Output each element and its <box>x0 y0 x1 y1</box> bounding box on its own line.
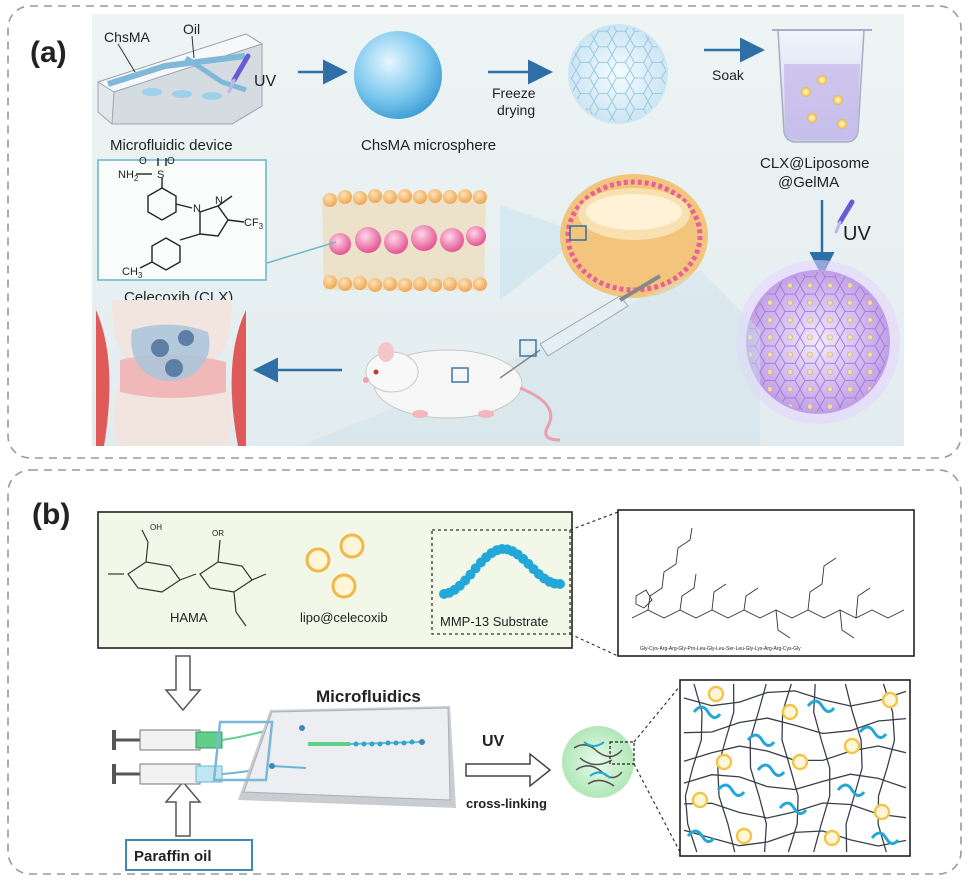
chsma-microsphere <box>354 31 442 119</box>
hydrogel-network <box>683 683 907 853</box>
oxygen-bottom-label: O <box>167 156 175 167</box>
microfluidic-chip <box>212 706 456 808</box>
ch3-label: CH3 <box>122 266 143 280</box>
hama-label: HAMA <box>170 610 208 625</box>
network-strand <box>684 683 703 853</box>
peptide-box <box>617 509 915 657</box>
porous-microsphere <box>568 24 668 124</box>
zoom-line-network-bottom <box>633 763 681 853</box>
mmp-label: MMP-13 Substrate <box>440 614 548 629</box>
mmp-crosslink <box>692 705 722 719</box>
sulfur-label: S <box>157 169 164 181</box>
mmp-box <box>431 529 571 635</box>
uv-lamp-icon-2 <box>834 199 855 234</box>
panel-b-label: (b) <box>32 498 70 531</box>
microfluidic-device-label: Microfluidic device <box>110 137 233 154</box>
hama-or-label: OR <box>212 529 224 538</box>
paraffin-oil-label: Paraffin oil <box>134 848 212 865</box>
mmp-crosslink <box>858 725 888 739</box>
drug-loaded-microsphere <box>736 260 900 424</box>
peptide-sequence: Gly-Cys-Arg-Arg-Gly-Pro-Leu-Gly-Leu-Ser-… <box>640 646 801 652</box>
paraffin-oil-box <box>125 839 253 871</box>
panel-a-label: (a) <box>30 36 67 69</box>
liposome-in-network <box>735 827 753 845</box>
freeze-label-line2: drying <box>497 102 535 118</box>
lipo-label: lipo@celecoxib <box>300 610 388 625</box>
uv-label-b: UV <box>482 733 505 750</box>
liposome-in-network <box>823 829 841 847</box>
panel-b-border <box>7 469 962 875</box>
panel-a-border <box>7 5 962 459</box>
syringe-a <box>499 274 662 379</box>
liposome-in-network <box>715 753 733 771</box>
mouse <box>363 342 561 442</box>
arrow-down-hollow <box>164 655 202 712</box>
network-strand <box>877 683 896 853</box>
mmp-crosslink <box>806 699 836 713</box>
peptide-structure <box>631 527 905 639</box>
zoom-line-mmp-top <box>569 511 619 531</box>
uv-arrow-hollow <box>465 752 552 788</box>
mmp-bead <box>555 579 565 589</box>
network-strand <box>749 683 768 853</box>
mmp-crosslink <box>716 783 746 797</box>
lipo-celecoxib-icons <box>305 533 365 599</box>
liposome-in-network <box>843 737 861 755</box>
liposome-in-network <box>791 753 809 771</box>
hydrogel-microsphere <box>562 726 635 798</box>
nitrogen-1-label: N <box>193 203 201 215</box>
arrow-up-hollow <box>164 780 202 837</box>
beaker <box>772 29 872 143</box>
mmp-crosslink <box>836 783 866 797</box>
lipid-bilayer <box>322 189 487 292</box>
liposome-in-network <box>707 685 725 703</box>
network-strand <box>683 717 907 735</box>
network-strand <box>683 690 907 707</box>
liposome-in-network <box>873 803 891 821</box>
mmp-13-substrate-chain <box>439 544 565 599</box>
network-strand <box>813 683 831 853</box>
zoom-line-mmp-bottom <box>569 633 619 657</box>
network-strand <box>683 773 907 791</box>
soak-label: Soak <box>712 67 745 83</box>
freeze-label-line1: Freeze <box>492 85 536 101</box>
cf3-label: CF3 <box>244 217 264 231</box>
uv-label-2: UV <box>843 223 871 245</box>
crosslinking-label: cross-linking <box>466 796 547 811</box>
liposome-in-network <box>881 691 899 709</box>
mmp-crosslink <box>746 733 776 747</box>
chsma-label: ChsMA <box>104 29 151 45</box>
liposome-in-network <box>691 791 709 809</box>
mmp-crosslink <box>686 829 716 843</box>
mmp-crosslink <box>870 831 900 845</box>
oil-label: Oil <box>183 21 200 37</box>
clx-liposome-label-line1: CLX@Liposome <box>760 155 869 172</box>
uv-label-1: UV <box>254 73 277 90</box>
liposome-in-network <box>781 703 799 721</box>
network-strand <box>717 683 736 853</box>
zoom-line-network-top <box>633 685 681 743</box>
celecoxib-structure-box <box>97 159 267 281</box>
hama-structure <box>108 529 267 627</box>
microsphere-label: ChsMA microsphere <box>361 137 496 154</box>
hama-oh-label: OH <box>150 523 162 532</box>
microfluidics-label: Microfluidics <box>316 687 421 706</box>
zoom-cone-liposome <box>500 205 578 300</box>
mmp-crosslink <box>778 801 808 815</box>
nitrogen-2-label: N <box>215 195 223 207</box>
oxygen-top-label: O <box>139 156 147 167</box>
nh2-label: NH2 <box>118 169 139 183</box>
syringe-top <box>112 722 303 751</box>
liposome <box>560 174 708 298</box>
network-strand <box>844 683 863 853</box>
microfluidic-device <box>96 33 264 125</box>
knee-joint <box>96 300 246 446</box>
uv-lamp-icon <box>227 53 251 94</box>
clx-liposome-label-line2: @GelMA <box>778 174 839 191</box>
celecoxib-structure <box>136 158 245 271</box>
zoom-line-structure <box>266 241 337 264</box>
mmp-crosslink <box>756 763 786 777</box>
